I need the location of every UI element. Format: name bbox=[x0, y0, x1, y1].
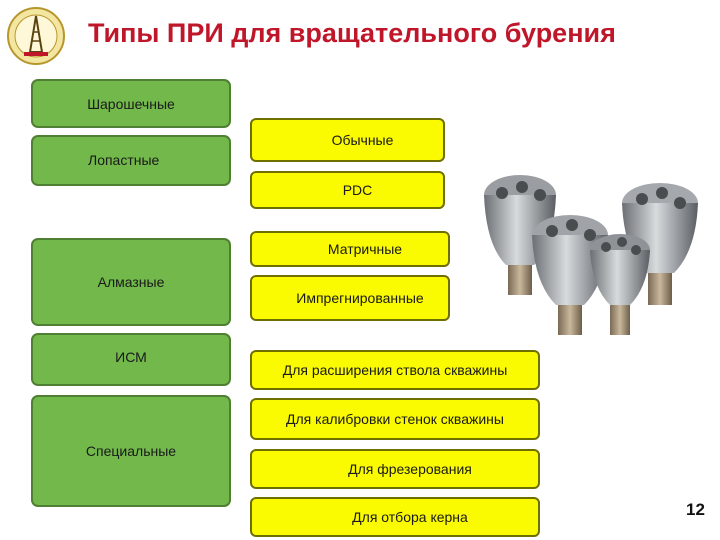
slide-title: Типы ПРИ для вращательного бурения bbox=[88, 18, 616, 48]
drill-bit-2 bbox=[532, 215, 608, 335]
page-number: 12 bbox=[686, 500, 705, 519]
category-label: Шарошечные bbox=[87, 95, 175, 112]
type-ordinary: Обычные bbox=[250, 118, 445, 162]
category-special: Специальные bbox=[31, 395, 231, 507]
category-label: Алмазные bbox=[97, 274, 165, 290]
type-coring: Для отбора керна bbox=[250, 497, 540, 537]
university-emblem-logo bbox=[7, 7, 65, 65]
category-blade: Лопастные bbox=[31, 135, 231, 186]
type-label: Для калибровки стенок скважины bbox=[286, 411, 504, 427]
category-ism: ИСМ bbox=[31, 333, 231, 386]
type-calibration: Для калибровки стенок скважины bbox=[250, 398, 540, 440]
type-matrix: Матричные bbox=[250, 231, 450, 267]
category-label: ИСМ bbox=[115, 349, 147, 365]
type-milling: Для фрезерования bbox=[250, 449, 540, 489]
type-label: Импрегнированные bbox=[296, 290, 424, 306]
type-label: Матричные bbox=[327, 241, 403, 257]
category-label: Специальные bbox=[85, 443, 177, 459]
drill-bits-photo bbox=[484, 175, 698, 335]
category-diamond: Алмазные bbox=[31, 238, 231, 326]
type-impregnated: Импрегнированные bbox=[250, 275, 450, 321]
category-roller-cone: Шарошечные bbox=[31, 79, 231, 128]
type-reaming: Для расширения ствола скважины bbox=[250, 350, 540, 390]
drill-bit-4 bbox=[590, 234, 650, 335]
type-label: Для расширения ствола скважины bbox=[282, 362, 508, 378]
type-label: Обычные bbox=[331, 132, 394, 148]
type-pdc: PDC bbox=[250, 171, 445, 209]
type-label: Для фрезерования bbox=[348, 461, 472, 477]
category-label: Лопастные bbox=[88, 152, 160, 168]
type-label: Для отбора керна bbox=[352, 509, 468, 525]
type-label: PDC bbox=[342, 182, 373, 198]
